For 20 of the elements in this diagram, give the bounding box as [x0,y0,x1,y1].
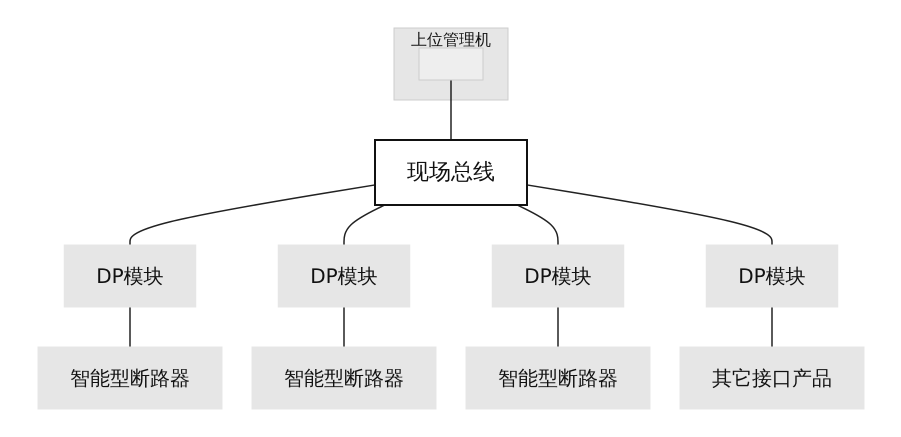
node-box [418,48,483,80]
connector [556,307,558,347]
connector [128,184,375,245]
connector [342,307,344,347]
node-box: DP模块 [491,244,624,308]
node-box: DP模块 [705,244,838,308]
node-box: 其它接口产品 [679,346,864,410]
node-box: DP模块 [63,244,196,308]
connector [450,80,452,140]
connector [526,184,772,245]
connector [342,204,385,245]
node-box: 智能型断路器 [37,346,222,410]
connector [128,307,130,347]
node-box: 智能型断路器 [465,346,650,410]
node-box: 智能型断路器 [251,346,436,410]
node-box: DP模块 [277,244,410,308]
node-box: 现场总线 [374,139,528,206]
connector [516,204,558,245]
connector [770,307,772,347]
cluster: 上位管理机 [393,28,508,100]
